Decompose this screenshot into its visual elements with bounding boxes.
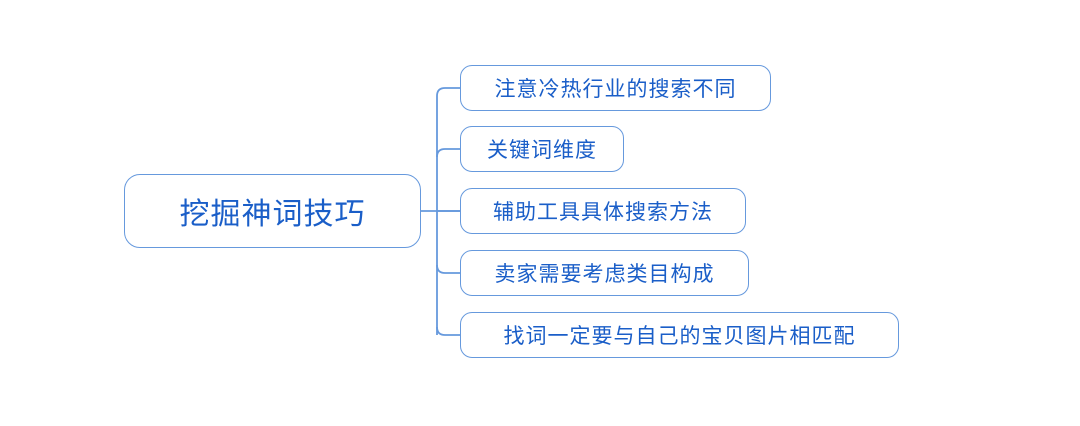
branch-node-4[interactable]: 卖家需要考虑类目构成 [460,250,749,296]
branch-node-2[interactable]: 关键词维度 [460,126,624,172]
branch-node-5[interactable]: 找词一定要与自己的宝贝图片相匹配 [460,312,899,358]
branch-node-1[interactable]: 注意冷热行业的搜索不同 [460,65,771,111]
connector-branch-1 [436,87,460,97]
root-node[interactable]: 挖掘神词技巧 [124,174,421,248]
branch-node-3[interactable]: 辅助工具具体搜索方法 [460,188,746,234]
connector-branch-2 [436,148,460,158]
connector-branch-5 [436,326,460,336]
connector-branch-4 [436,264,460,274]
